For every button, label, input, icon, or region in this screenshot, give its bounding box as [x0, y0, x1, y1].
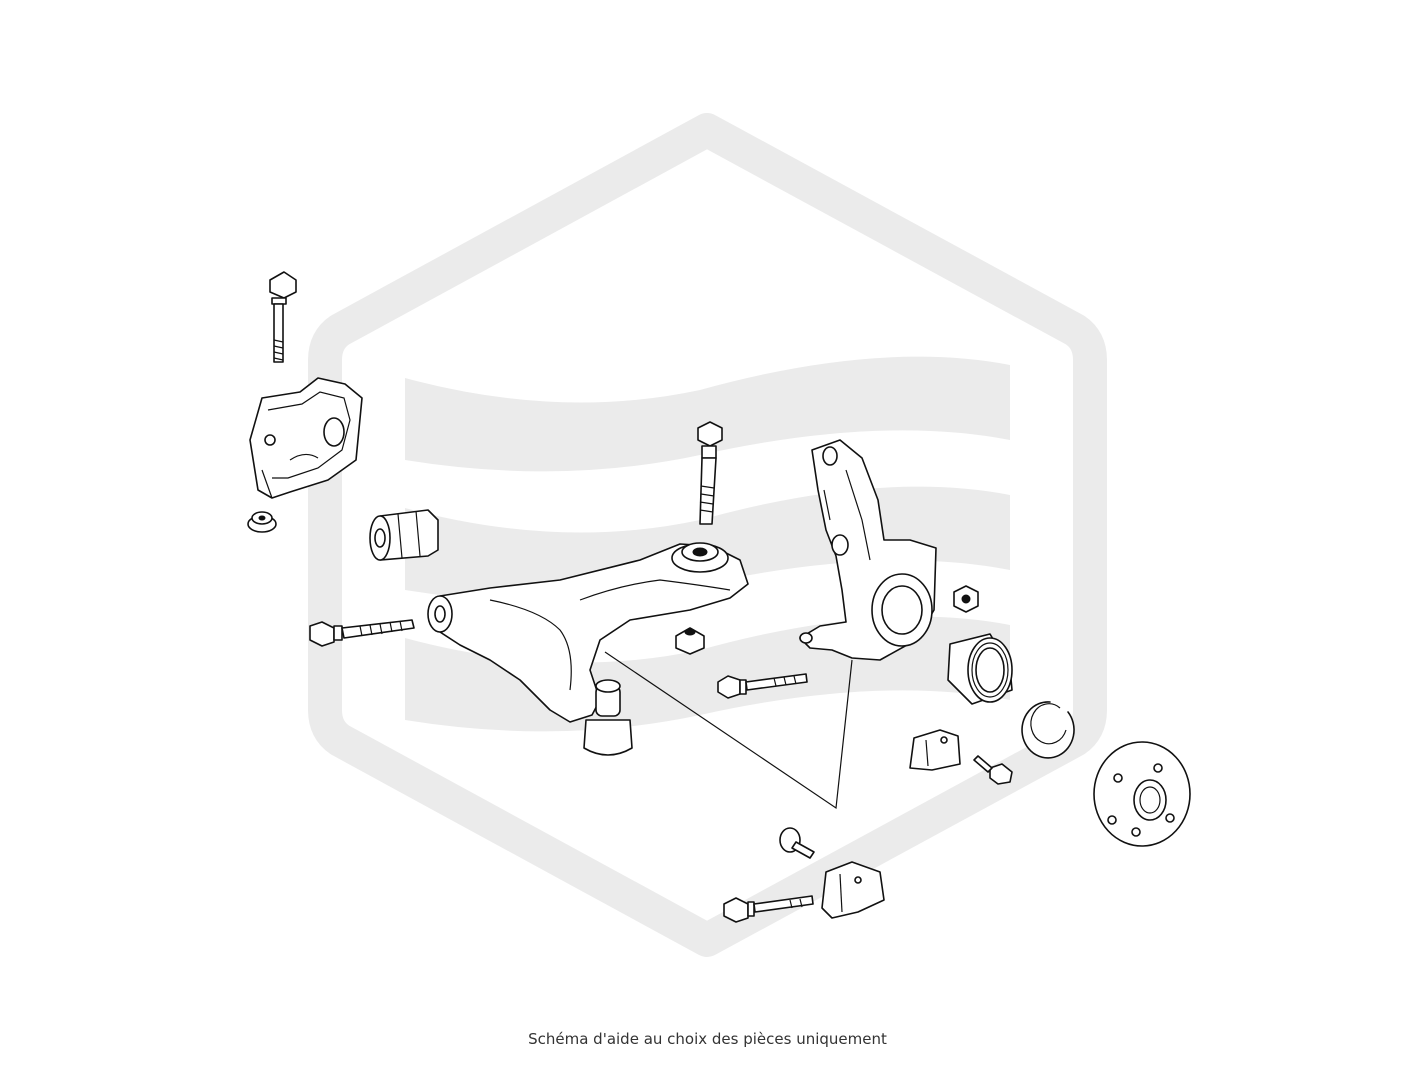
lower-bracket-icon [821, 861, 885, 919]
long-bolt-icon [269, 271, 297, 363]
watermark-logo-icon [308, 113, 1107, 957]
screw-icon [779, 827, 815, 859]
arm-bolt-icon [309, 619, 415, 647]
wheel-bearing-icon [947, 633, 1013, 705]
steering-knuckle-icon [799, 439, 937, 661]
flange-nut-icon [247, 511, 277, 533]
wheel-hub-icon [1093, 741, 1191, 847]
subframe-bracket-icon [249, 377, 363, 499]
leader-lines [604, 651, 853, 810]
ball-joint-icon [583, 679, 633, 756]
nut-icon [675, 627, 705, 655]
vertical-bolt-icon [697, 421, 723, 525]
flange-nut-right-icon [953, 585, 979, 613]
small-bolt-icon [973, 755, 1013, 785]
control-arm-icon [427, 542, 749, 723]
circlip-icon [1021, 701, 1075, 759]
diagram-caption: Schéma d'aide au choix des pièces unique… [528, 1030, 887, 1048]
knuckle-bolt-icon [717, 673, 808, 699]
lower-bolt-icon [723, 895, 814, 923]
bushing-icon [369, 509, 439, 561]
bracket-clip-icon [909, 729, 961, 771]
